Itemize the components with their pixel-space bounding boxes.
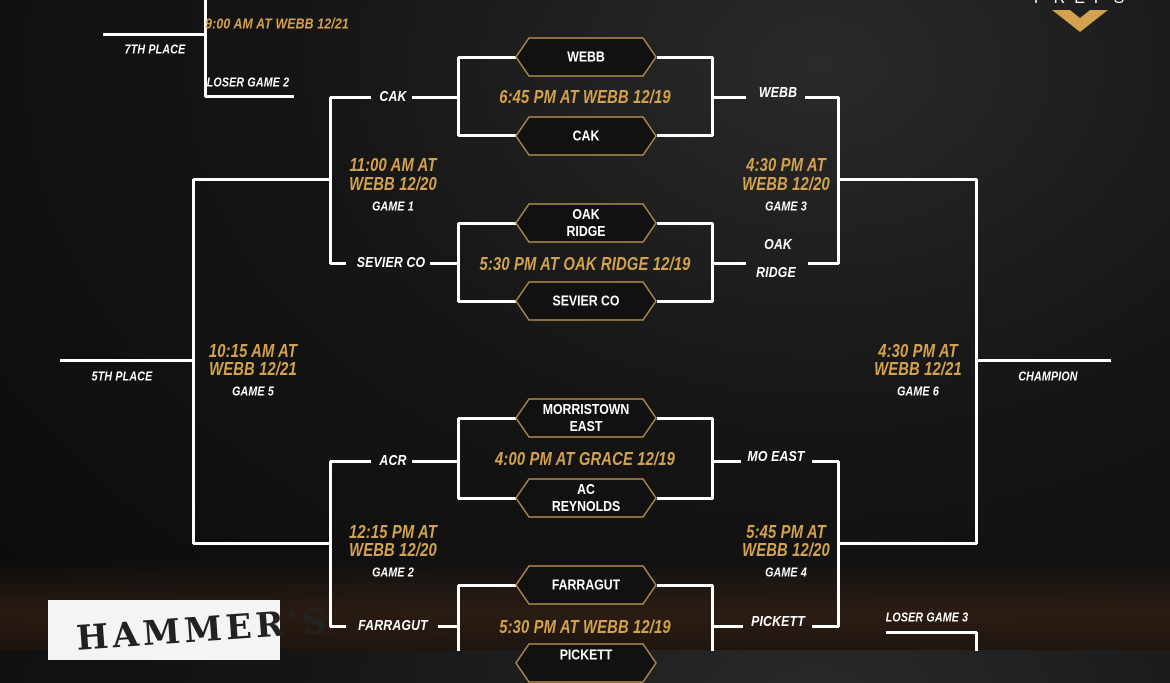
loser-game3-label: LOSER GAME 3 (885, 609, 969, 625)
bracket-line (812, 625, 839, 628)
game3-top-team: WEBB (758, 84, 798, 101)
game3-time-1: 4:30 PM AT (746, 155, 826, 175)
game2-bottom-team: FARRAGUT (358, 617, 428, 634)
team-slot-cak: CAK (515, 116, 657, 156)
bracket-line (712, 262, 746, 265)
game4-time-2: WEBB 12/20 (742, 540, 830, 560)
game3-time-2: WEBB 12/20 (742, 174, 830, 194)
bracket-line (975, 632, 978, 651)
bracket-line (458, 56, 516, 59)
bracket-line (430, 262, 459, 265)
bracket-line (657, 417, 713, 420)
bracket-line (657, 497, 713, 500)
bracket-line (458, 584, 516, 587)
round1-game1-time: 6:45 PM AT WEBB 12/19 (499, 87, 671, 107)
team-slot-webb: WEBB (515, 37, 657, 77)
team-slot-pickett: PICKETT (515, 643, 657, 683)
game2-time-2: WEBB 12/20 (349, 540, 437, 560)
bracket-line (205, 95, 294, 98)
seventh-place-loser: LOSER GAME 2 (206, 74, 290, 90)
game5-time-2: WEBB 12/21 (209, 359, 297, 379)
bracket-line (711, 418, 714, 499)
game3-label: GAME 3 (765, 198, 807, 214)
bracket-line (838, 178, 977, 181)
bracket-line (657, 56, 713, 59)
game6-time-2: WEBB 12/21 (874, 359, 962, 379)
bracket-line (438, 625, 459, 628)
bracket-line (657, 134, 713, 137)
bracket-line (457, 57, 460, 136)
bracket-line (103, 33, 206, 36)
bracket-line (657, 584, 713, 587)
bracket-line (838, 542, 977, 545)
bracket-line (458, 300, 516, 303)
game2-time-1: 12:15 PM AT (349, 522, 437, 542)
chevron-logo-icon (1052, 10, 1108, 32)
bracket-line (657, 222, 713, 225)
bracket-line (457, 223, 460, 302)
game2-top-team: ACR (379, 452, 407, 469)
round1-game4-time: 5:30 PM AT WEBB 12/19 (499, 617, 671, 637)
bracket-line (330, 96, 371, 99)
bracket-line (711, 585, 714, 651)
bracket-line (457, 418, 460, 499)
game1-label: GAME 1 (372, 198, 414, 214)
bracket-line (204, 0, 207, 97)
bracket-line (812, 460, 839, 463)
team-slot-farragut: FARRAGUT (515, 565, 657, 605)
team-slot-sevier-co: SEVIER CO (515, 281, 657, 321)
bracket-line (330, 262, 346, 265)
bracket-line (805, 96, 839, 99)
game3-bottom-team-1: OAK (764, 236, 792, 253)
bracket-line (458, 497, 516, 500)
game4-time-1: 5:45 PM AT (746, 522, 826, 542)
game2-label: GAME 2 (372, 564, 414, 580)
preps-logo-text: PREPS (1034, 0, 1133, 8)
seventh-place-label: 7TH PLACE (124, 41, 186, 57)
bracket-line (330, 625, 346, 628)
hammers-logo-text: HAMMER'S (74, 601, 333, 659)
game4-label: GAME 4 (765, 564, 807, 580)
bracket-line (976, 359, 1111, 362)
bracket-line (412, 96, 459, 99)
champion-label: CHAMPION (1018, 368, 1078, 384)
bracket-line (657, 300, 713, 303)
bracket-line (330, 460, 371, 463)
game6-label: GAME 6 (897, 383, 939, 399)
bracket-line (457, 585, 460, 651)
bracket-line (712, 460, 741, 463)
bracket-line (412, 460, 459, 463)
bracket-line (192, 179, 195, 544)
game6-time-1: 4:30 PM AT (878, 341, 958, 361)
bracket-line (60, 359, 194, 362)
game4-top-team: MO EAST (747, 448, 805, 465)
bracket-line (712, 625, 743, 628)
game1-time-1: 11:00 AM AT (349, 155, 437, 175)
hammers-logo: HAMMER'S (48, 600, 332, 660)
bracket-line (458, 417, 516, 420)
bracket-line (458, 134, 516, 137)
round1-game2-time: 5:30 PM AT OAK RIDGE 12/19 (479, 254, 691, 274)
round1-game3-time: 4:00 PM AT GRACE 12/19 (495, 449, 675, 469)
bracket-line (193, 542, 331, 545)
game1-time-2: WEBB 12/20 (349, 174, 437, 194)
game5-label: GAME 5 (232, 383, 274, 399)
game3-bottom-team-2: RIDGE (756, 264, 796, 281)
bracket-line (712, 96, 746, 99)
bracket-line (808, 262, 839, 265)
game1-top-team: CAK (379, 88, 407, 105)
game4-bottom-team: PICKETT (751, 613, 805, 630)
bracket-line (458, 222, 516, 225)
fifth-place-label: 5TH PLACE (91, 368, 153, 384)
game5-time-1: 10:15 AM AT (208, 341, 298, 361)
bracket-line (193, 178, 331, 181)
bracket-line (886, 631, 977, 634)
game1-bottom-team: SEVIER CO (356, 254, 426, 271)
seventh-place-time: 9:00 AM AT WEBB 12/21 (205, 15, 349, 33)
